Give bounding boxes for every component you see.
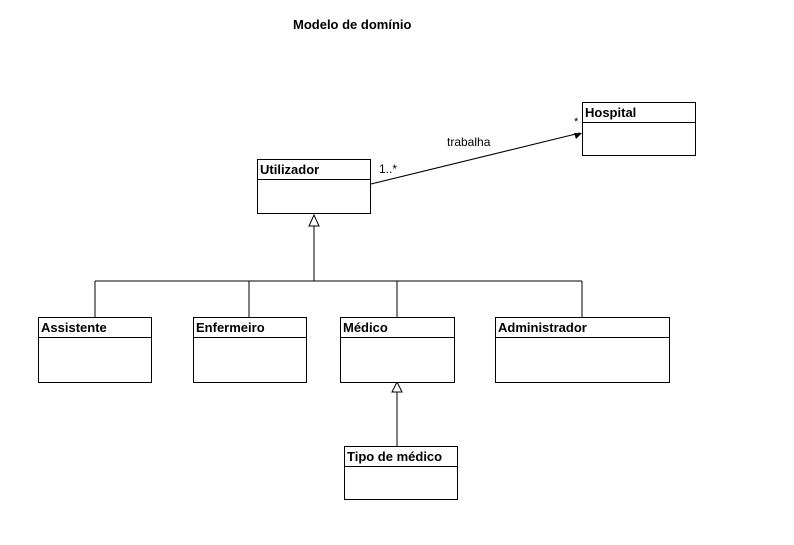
class-assistente[interactable]: Assistente <box>38 317 152 383</box>
class-medico[interactable]: Médico <box>340 317 455 383</box>
class-hospital-name: Hospital <box>583 103 695 123</box>
multiplicity-utilizador: 1..* <box>379 162 398 176</box>
diagram-title: Modelo de domínio <box>293 17 412 32</box>
association-line <box>370 132 581 185</box>
class-hospital[interactable]: Hospital <box>582 102 696 156</box>
class-enfermeiro-name: Enfermeiro <box>194 318 306 338</box>
class-medico-name: Médico <box>341 318 454 338</box>
association-arrowhead <box>574 133 582 139</box>
multiplicity-hospital: * <box>574 116 579 128</box>
class-tipo-medico[interactable]: Tipo de médico <box>344 446 458 500</box>
generalization-triangle-medico <box>391 380 403 393</box>
class-utilizador[interactable]: Utilizador <box>257 159 371 214</box>
class-utilizador-name: Utilizador <box>258 160 370 180</box>
class-administrador-name: Administrador <box>496 318 669 338</box>
class-tipo-medico-name: Tipo de médico <box>345 447 457 467</box>
class-assistente-name: Assistente <box>39 318 151 338</box>
class-administrador[interactable]: Administrador <box>495 317 670 383</box>
association-label: trabalha <box>447 135 491 149</box>
generalization-triangle-utilizador <box>308 213 320 227</box>
class-enfermeiro[interactable]: Enfermeiro <box>193 317 307 383</box>
